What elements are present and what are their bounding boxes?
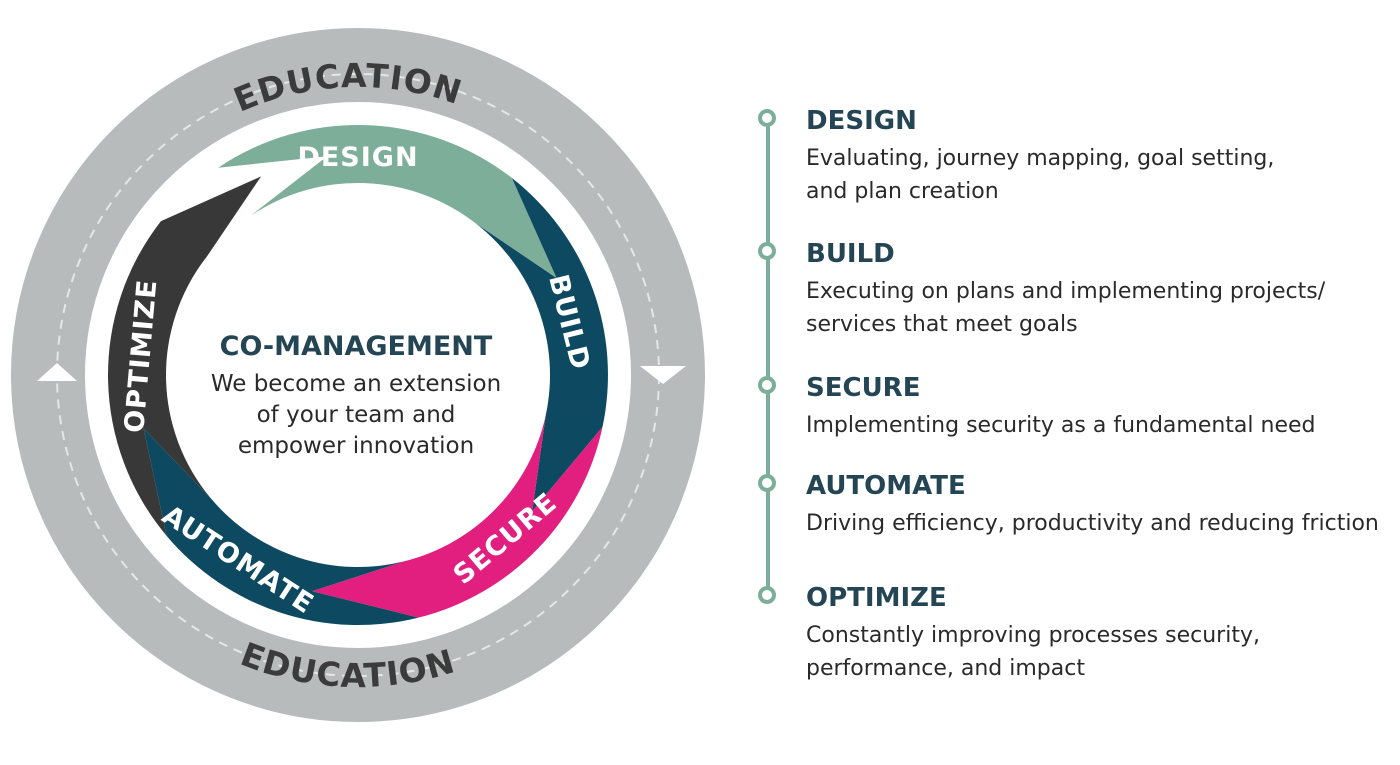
- step-title: SECURE: [806, 373, 921, 403]
- step-title: DESIGN: [806, 106, 917, 136]
- segment-label-design: DESIGN: [297, 142, 418, 173]
- step-description: Executing on plans and implementing proj…: [806, 275, 1396, 341]
- step-description-line: Implementing security as a fundamental n…: [806, 413, 1316, 438]
- timeline-node-icon: [758, 109, 776, 127]
- center-line-1: We become an extension: [211, 371, 501, 397]
- timeline-line: [766, 114, 770, 600]
- step-title: BUILD: [806, 239, 895, 269]
- ring-arrow-down-icon: [640, 366, 686, 384]
- step-description: Constantly improving processes security,…: [806, 619, 1396, 685]
- step-title: AUTOMATE: [806, 471, 966, 501]
- build-arrow: [476, 178, 608, 512]
- design-arrow: [218, 124, 557, 279]
- cycle-segments: [108, 124, 608, 626]
- steps-list: DESIGN Evaluating, journey mapping, goal…: [740, 0, 1400, 765]
- step-description: Evaluating, journey mapping, goal settin…: [806, 142, 1396, 208]
- timeline-node-icon: [758, 586, 776, 604]
- step-description: Driving efficiency, productivity and red…: [806, 507, 1396, 540]
- step-title: OPTIMIZE: [806, 583, 947, 613]
- timeline-node-icon: [758, 242, 776, 260]
- step-description-line: and plan creation: [806, 179, 999, 204]
- timeline-node-icon: [758, 376, 776, 394]
- secure-arrow: [312, 414, 603, 618]
- center-title: CO-MANAGEMENT: [220, 331, 493, 362]
- co-management-cycle-diagram: EDUCATION EDUCATION DESIGN BUILD SECURE …: [11, 28, 705, 722]
- ring-arrow-up-icon: [37, 363, 77, 381]
- step-description-line: Driving efficiency, productivity and red…: [806, 511, 1379, 536]
- automate-arrow: [143, 428, 419, 626]
- step-description-line: performance, and impact: [806, 656, 1085, 681]
- step-description-line: Constantly improving processes security,: [806, 623, 1260, 648]
- step-description-line: Evaluating, journey mapping, goal settin…: [806, 146, 1275, 171]
- center-line-2: of your team and: [257, 402, 456, 428]
- center-line-3: empower innovation: [238, 433, 474, 459]
- step-description: Implementing security as a fundamental n…: [806, 409, 1396, 442]
- timeline-node-icon: [758, 474, 776, 492]
- step-description-line: services that meet goals: [806, 312, 1078, 337]
- step-description-line: Executing on plans and implementing proj…: [806, 279, 1326, 304]
- optimize-arrow: [108, 176, 262, 536]
